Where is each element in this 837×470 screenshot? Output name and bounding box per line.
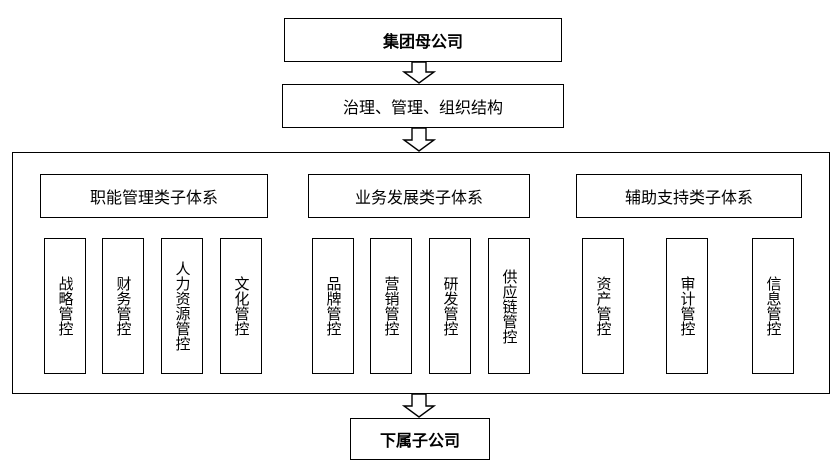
item-label: 研发管控 bbox=[441, 276, 460, 336]
down-arrow-icon bbox=[402, 394, 436, 418]
item-info-control: 信息管控 bbox=[752, 238, 794, 374]
item-culture-control: 文化管控 bbox=[220, 238, 262, 374]
governance-label: 治理、管理、组织结构 bbox=[342, 98, 503, 117]
item-label: 文化管控 bbox=[232, 276, 251, 336]
bottom-node-subsidiary: 下属子公司 bbox=[350, 418, 490, 460]
item-label: 供应链管控 bbox=[500, 268, 519, 344]
item-label: 人力资源管控 bbox=[173, 261, 192, 351]
bottom-node-label: 下属子公司 bbox=[379, 431, 460, 450]
item-label: 财务管控 bbox=[114, 276, 133, 336]
item-asset-control: 资产管控 bbox=[582, 238, 624, 374]
group-title-functional: 职能管理类子体系 bbox=[40, 174, 268, 218]
item-rnd-control: 研发管控 bbox=[429, 238, 471, 374]
group-title-label: 辅助支持类子体系 bbox=[624, 188, 753, 207]
item-label: 信息管控 bbox=[764, 276, 783, 336]
group-title-business: 业务发展类子体系 bbox=[308, 174, 530, 218]
item-audit-control: 审计管控 bbox=[666, 238, 708, 374]
item-strategy-control: 战略管控 bbox=[44, 238, 86, 374]
down-arrow-icon bbox=[402, 62, 436, 84]
item-label: 审计管控 bbox=[678, 276, 697, 336]
item-marketing-control: 营销管控 bbox=[370, 238, 412, 374]
item-label: 资产管控 bbox=[594, 276, 613, 336]
top-node-label: 集团母公司 bbox=[382, 32, 463, 51]
item-label: 营销管控 bbox=[382, 276, 401, 336]
down-arrow-icon bbox=[402, 128, 436, 152]
item-supply-chain-control: 供应链管控 bbox=[488, 238, 530, 374]
item-label: 品牌管控 bbox=[324, 276, 343, 336]
governance-node: 治理、管理、组织结构 bbox=[282, 84, 564, 128]
group-title-label: 业务发展类子体系 bbox=[354, 188, 483, 207]
group-title-support: 辅助支持类子体系 bbox=[576, 174, 802, 218]
group-title-label: 职能管理类子体系 bbox=[89, 188, 218, 207]
item-finance-control: 财务管控 bbox=[102, 238, 144, 374]
item-brand-control: 品牌管控 bbox=[312, 238, 354, 374]
top-node-parent-company: 集团母公司 bbox=[284, 18, 562, 62]
item-hr-control: 人力资源管控 bbox=[161, 238, 203, 374]
item-label: 战略管控 bbox=[56, 276, 75, 336]
